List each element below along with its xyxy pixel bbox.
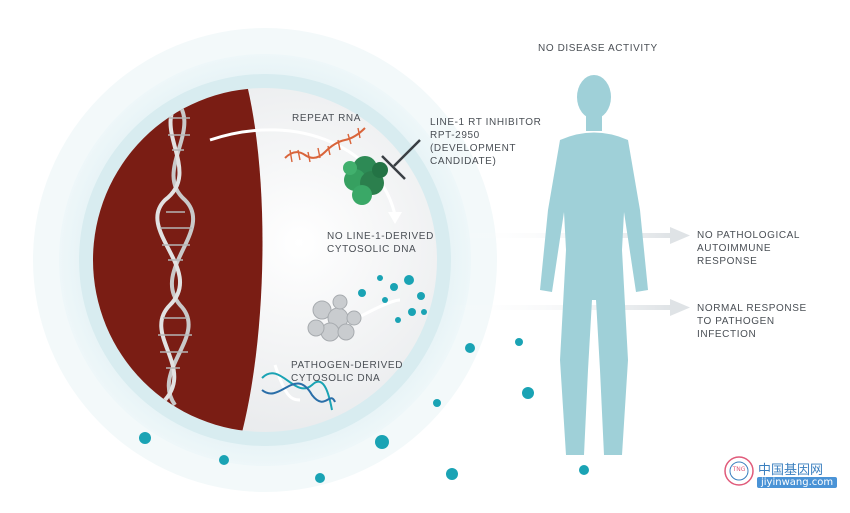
watermark-chinese: 中国基因网 (758, 463, 824, 478)
label-no-pathological: NO PATHOLOGICAL AUTOIMMUNE RESPONSE (697, 230, 801, 267)
label-normal-response: NORMAL RESPONSE TO PATHOGEN INFECTION (697, 303, 807, 340)
label-repeat-rna: REPEAT RNA (292, 113, 361, 124)
watermark-url[interactable]: jiyinwang.com (757, 477, 838, 488)
pathogen-particles (307, 294, 362, 342)
watermark-logo (724, 456, 754, 486)
arrow-no-pathological (460, 227, 690, 244)
label-pathogen-dna: PATHOGEN-DERIVED CYTOSOLIC DNA (291, 360, 404, 384)
label-no-line1-dna: NO LINE-1-DERIVED CYTOSOLIC DNA (327, 231, 434, 255)
repeat-rna-strand (284, 127, 366, 163)
pathogen-dna-strand (261, 372, 336, 411)
arrow-normal-response (445, 299, 690, 316)
label-no-disease-activity: NO DISEASE ACTIVITY (538, 43, 658, 54)
cytosolic-dna-dots (358, 275, 427, 323)
inhibitor-block-symbol (381, 139, 421, 180)
label-inhibitor: LINE-1 RT INHIBITOR RPT-2950 (DEVELOPMEN… (430, 117, 542, 167)
transcription-arrowhead (388, 212, 402, 224)
watermark-logo-letters: TNG (732, 466, 746, 473)
human-figure (540, 75, 648, 455)
reverse-transcriptase-protein (343, 156, 388, 205)
transcription-arrow (209, 128, 397, 216)
pathogen-arrow-2 (273, 364, 301, 402)
extracellular-dots (139, 338, 589, 483)
